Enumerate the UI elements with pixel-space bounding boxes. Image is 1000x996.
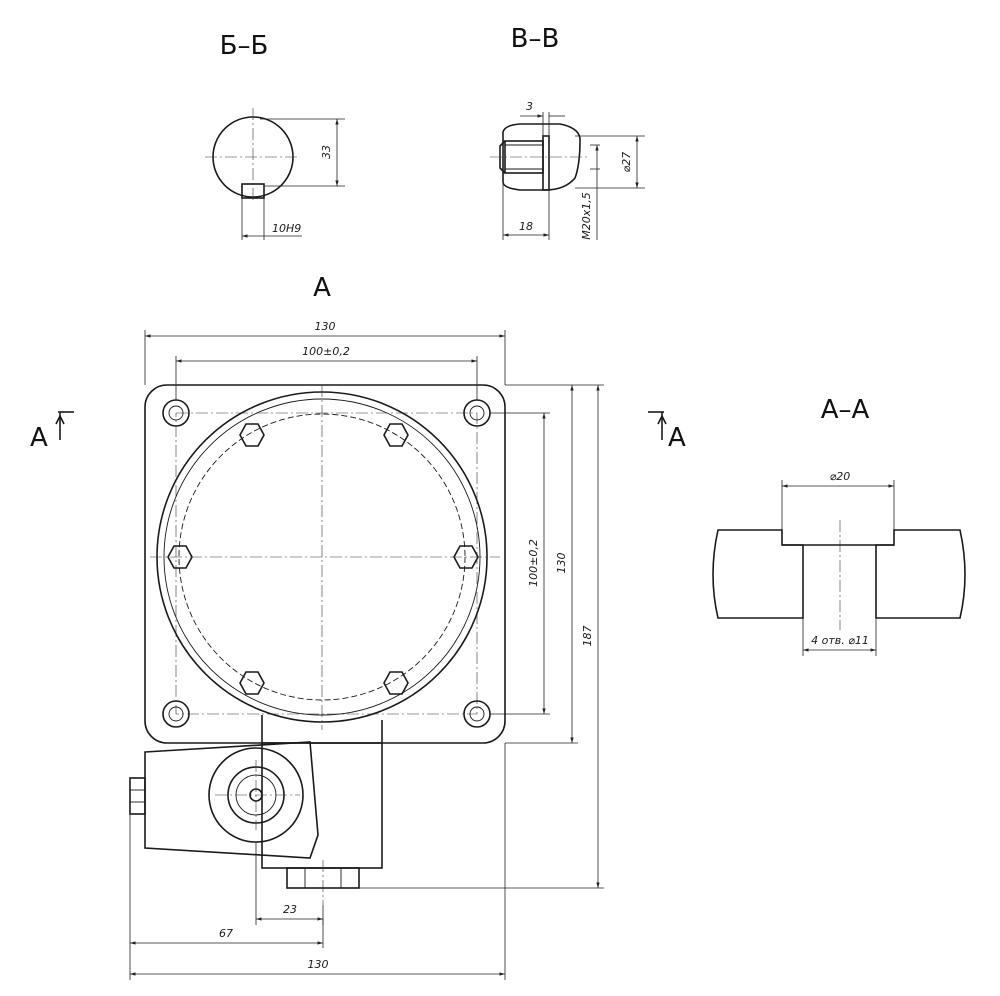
dim-holes-y: 100±0,2 [527, 539, 540, 587]
lever-body [144, 741, 319, 859]
dim-holes-x: 100±0,2 [302, 345, 350, 358]
view-a-title: A [313, 273, 331, 303]
cover-bolts [167, 423, 479, 695]
side-nut [129, 777, 146, 815]
dim-67: 67 [219, 927, 233, 940]
dim-3: 3 [526, 100, 533, 113]
dim-counterbore: ⌀20 [830, 470, 851, 483]
dim-23: 23 [283, 903, 297, 916]
section-marker-right: A [648, 411, 686, 453]
dim-10h9: 10H9 [272, 222, 301, 235]
section-vv-title: В–В [511, 24, 560, 54]
dim-height-flange: 130 [555, 553, 568, 574]
dim-width-bottom: 130 [308, 958, 329, 971]
dim-33: 33 [320, 145, 333, 159]
hole-pitch-square [175, 412, 478, 715]
dim-18: 18 [519, 220, 533, 233]
svg-text:A: A [30, 423, 48, 453]
dim-diameter-27: ⌀27 [620, 152, 633, 173]
section-vv-view: В–В 3 ⌀27 M20x1,5 18 [490, 24, 645, 240]
svg-text:A: A [668, 423, 686, 453]
plate-section-right [875, 529, 966, 619]
dim-holes: 4 отв. ⌀11 [811, 634, 869, 647]
dim-thread: M20x1,5 [580, 192, 593, 240]
boss-section [502, 123, 581, 191]
gear-housing [261, 742, 383, 869]
dim-width-top: 130 [315, 320, 336, 333]
section-aa-view: А–А ⌀20 4 отв. ⌀11 [712, 395, 966, 656]
view-a: A [129, 273, 604, 980]
section-aa-title: А–А [821, 395, 870, 425]
flange-plate [144, 384, 506, 744]
corner-holes [162, 399, 491, 728]
dim-height-total: 187 [581, 626, 594, 647]
section-bb-view: Б–Б 33 10H9 [205, 31, 345, 240]
plate-section-left [712, 529, 804, 619]
section-bb-title: Б–Б [220, 31, 269, 61]
section-marker-left: A [30, 411, 74, 453]
